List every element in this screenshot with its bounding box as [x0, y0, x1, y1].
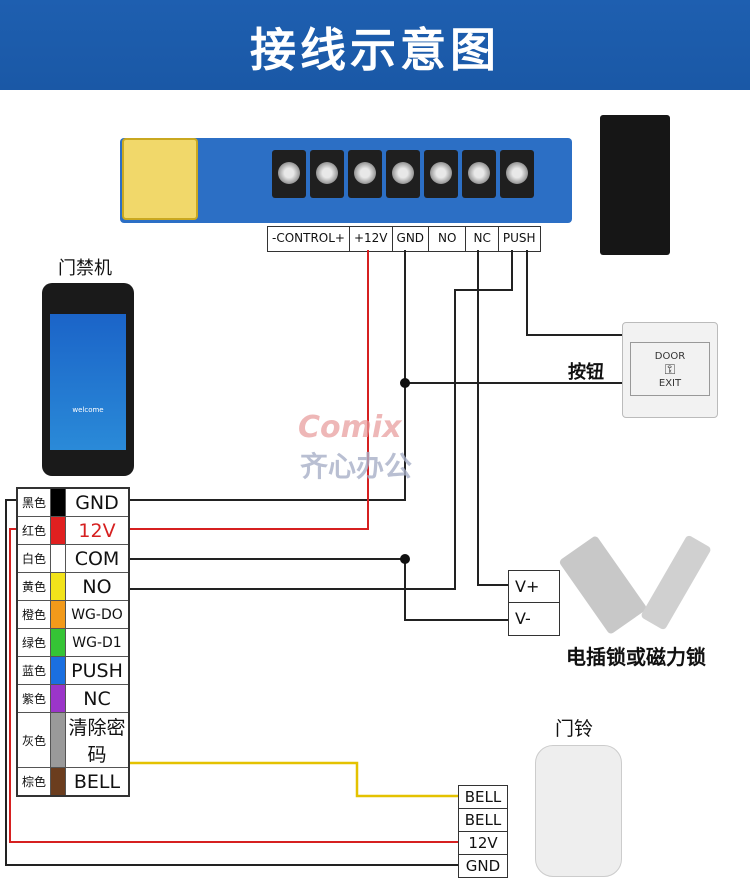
cable-color-swatch	[50, 767, 66, 797]
screw-terminal	[500, 150, 534, 198]
cable-color-name: 黑色	[16, 487, 51, 517]
exit-button-door-text: DOOR	[654, 351, 686, 362]
board-terminal-labels: -CONTROL+ +12V GND NO NC PUSH	[267, 226, 541, 252]
wire-bell-gnd	[5, 499, 458, 866]
terminal-label-push: PUSH	[502, 231, 536, 245]
cable-color-swatch	[50, 516, 66, 545]
screw-terminal	[310, 150, 344, 198]
watermark-text: 齐心办公	[300, 450, 413, 483]
cable-function: 清除密码	[65, 712, 130, 768]
exit-button-face: DOOR ⚿ EXIT	[630, 342, 710, 396]
cable-function: 12V	[65, 516, 130, 545]
cable-row: 黑色 GND	[16, 487, 130, 517]
wire-no	[130, 250, 513, 590]
wire-push	[526, 250, 622, 336]
exit-button-exit-text: EXIT	[658, 378, 682, 389]
cable-color-swatch	[50, 712, 66, 768]
terminal-screen-text: welcome	[72, 406, 104, 414]
wire-bell	[130, 761, 458, 798]
wire-gnd	[130, 250, 406, 501]
cable-color-name: 黄色	[16, 572, 51, 601]
screw-terminal	[272, 150, 306, 198]
cable-color-swatch	[50, 656, 66, 685]
exit-button-device	[622, 322, 718, 418]
terminal-label-12v: +12V	[350, 227, 393, 251]
cable-color-name: 灰色	[16, 712, 51, 768]
junction-dot	[400, 554, 410, 564]
wire-12v	[130, 250, 369, 530]
doorbell-terminal-box: BELL BELL 12V GND	[458, 785, 508, 878]
cable-function: NO	[65, 572, 130, 601]
lock-vminus-label: V-	[515, 609, 531, 628]
doorbell-terminal: 12V	[459, 832, 507, 855]
cable-row: 黄色 NO	[16, 572, 130, 601]
cable-color-name: 棕色	[16, 767, 51, 797]
cable-row: 灰色清除密码	[16, 712, 130, 768]
doorbell-terminal: GND	[465, 857, 501, 875]
doorbell-terminal: BELL	[459, 809, 507, 832]
terminal-label-nc: NC	[466, 227, 499, 251]
terminal-label-no: NO	[429, 227, 467, 251]
cable-color-swatch	[50, 544, 66, 573]
key-icon: ⚿	[664, 362, 676, 378]
wire-nc	[477, 250, 508, 586]
wire-bell-12v	[9, 528, 458, 843]
lock-vplus-label: V+	[509, 571, 559, 603]
exit-button-label: 按钮	[568, 362, 604, 383]
cable-row: 棕色 BELL	[16, 767, 130, 797]
screw-terminal	[348, 150, 382, 198]
terminal-label-gnd: GND	[393, 227, 430, 251]
cable-color-swatch	[50, 628, 66, 657]
screw-terminal	[424, 150, 458, 198]
junction-dot	[400, 378, 410, 388]
screw-terminal	[386, 150, 420, 198]
screw-terminal	[462, 150, 496, 198]
cable-function: BELL	[65, 767, 130, 797]
doorbell-device	[535, 745, 622, 877]
lock-label: 电插锁或磁力锁	[566, 645, 706, 669]
relay-component	[122, 138, 198, 220]
terminal-label-control: -CONTROL+	[268, 227, 350, 251]
terminal-title: 门禁机	[58, 258, 112, 279]
header-banner: 接线示意图	[0, 0, 750, 90]
page-title: 接线示意图	[250, 23, 500, 77]
cable-color-swatch	[50, 487, 66, 517]
power-supply-module	[600, 115, 670, 255]
lock-terminal-box: V+ V-	[508, 570, 560, 636]
cable-function: GND	[65, 487, 130, 517]
terminal-screen	[50, 314, 126, 450]
doorbell-terminal: BELL	[459, 786, 507, 809]
wire-vminus	[404, 559, 508, 621]
doorbell-label: 门铃	[555, 718, 594, 740]
watermark-logo: Comix	[298, 410, 402, 445]
